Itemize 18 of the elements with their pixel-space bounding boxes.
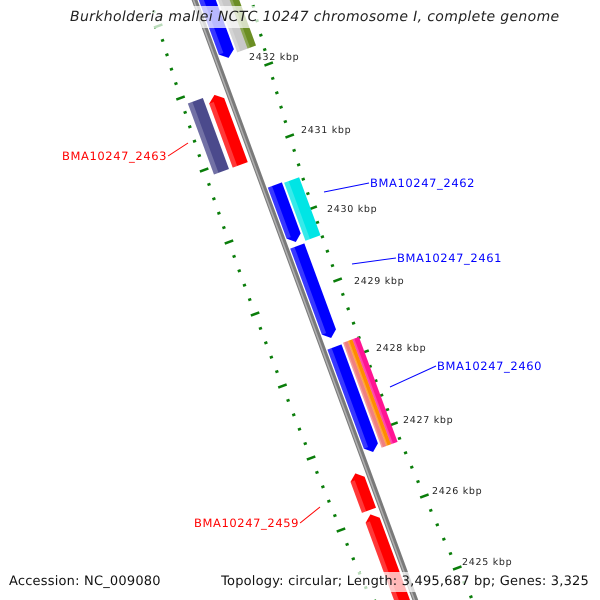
gene-label: BMA10247_2460 (437, 359, 542, 373)
gene-label: BMA10247_2462 (370, 176, 476, 190)
leader-line (324, 182, 370, 192)
scale-label: 2425 kbp (462, 557, 512, 569)
leader-line (352, 258, 396, 264)
scale-label: 2426 kbp (432, 486, 482, 498)
leader-line (300, 506, 320, 524)
scale-label: 2429 kbp (354, 276, 404, 288)
scale-label: 2432 kbp (249, 52, 300, 64)
scale-label: 2427 kbp (403, 415, 454, 427)
gene-label: BMA10247_2461 (397, 251, 502, 265)
leader-line (390, 366, 436, 388)
gene-label: BMA10247_2463 (62, 149, 168, 163)
scale-label: 2430 kbp (327, 204, 378, 216)
scale-label: 2431 kbp (301, 125, 352, 137)
leader-line (168, 142, 188, 156)
gene-label: BMA10247_2459 (194, 516, 300, 530)
scale-label: 2428 kbp (376, 343, 426, 355)
